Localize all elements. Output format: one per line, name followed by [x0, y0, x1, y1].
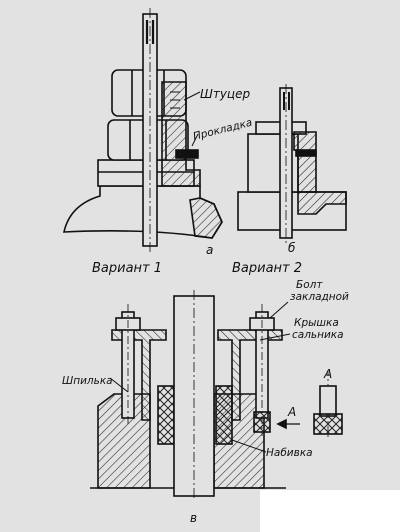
view-a-detail — [313, 370, 343, 440]
figure-b-variant-2 — [237, 84, 347, 244]
label-packing: Набивка — [266, 447, 313, 459]
figure-b-letter: б — [288, 241, 296, 255]
label-bolt-line1: Болт — [296, 279, 323, 291]
packing-right — [215, 385, 233, 445]
caption-variant-2: Вариант 2 — [232, 261, 302, 276]
label-gasket: Прокладка — [192, 117, 254, 143]
fitting-section-b — [293, 131, 317, 193]
label-fitting: Штуцер — [200, 87, 250, 101]
figure-a-variant-1 — [62, 8, 223, 252]
gasket-a — [175, 149, 199, 159]
figure-c-gland — [90, 290, 343, 500]
label-bolt-line2: закладной — [290, 291, 349, 303]
packing-left — [157, 385, 175, 445]
label-cover-line1: Крышка — [294, 317, 339, 329]
caption-variant-1: Вариант 1 — [92, 261, 162, 276]
label-view-a: А — [323, 367, 332, 381]
label-stud: Шпилька — [62, 375, 113, 387]
figure-c-letter: в — [190, 511, 197, 525]
label-cover-line2: сальника — [292, 329, 344, 341]
blank-corner — [260, 490, 400, 532]
label-section-arrow-a: А — [287, 405, 296, 419]
figure-a-letter: а — [206, 243, 213, 257]
